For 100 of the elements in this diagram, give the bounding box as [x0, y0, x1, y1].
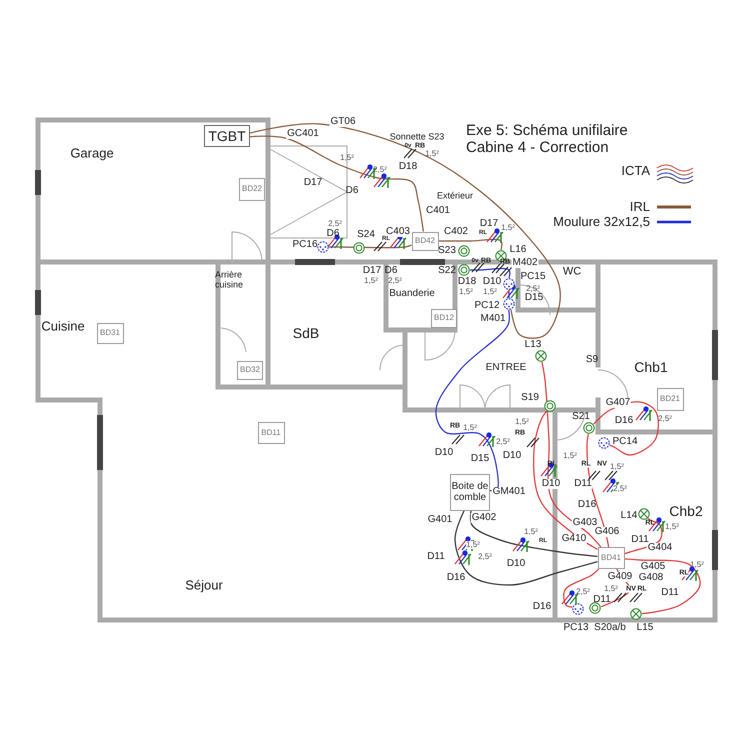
device-label: PC12 — [474, 301, 500, 311]
circuit-label: Buanderie — [389, 289, 435, 299]
edge-label: GC401 — [286, 129, 320, 139]
circuit-label: 2,5² — [576, 588, 590, 596]
switch-symbol — [458, 245, 470, 257]
device-label: L13 — [524, 340, 542, 350]
device-label: PC14 — [612, 437, 638, 447]
junction-box — [431, 308, 457, 328]
legend-label: Moulure 32x12,5 — [553, 215, 650, 228]
circuit-label: M401 — [480, 314, 506, 324]
junction-box — [412, 232, 438, 250]
cable — [624, 558, 701, 614]
circuit-label: 1,5² — [483, 288, 497, 296]
junction-box — [450, 474, 490, 510]
device-label: S24 — [357, 230, 375, 240]
circuit-label: 2,5² — [526, 285, 540, 293]
circuit-label: Extérieur — [437, 192, 473, 200]
circuit-label: D11 — [593, 595, 611, 605]
socket-symbol — [572, 603, 584, 615]
circuit-label: 2,5² — [613, 485, 627, 493]
circuit-label: D10 — [482, 277, 502, 287]
device-label: S22 — [438, 266, 456, 276]
edge-label: G402 — [470, 513, 498, 523]
edge-label: G406 — [594, 527, 620, 537]
edge-label: G405 — [640, 562, 666, 572]
panel-name: TGBT — [208, 128, 246, 144]
junction-box — [96, 322, 124, 344]
circuit-label: 1,5² — [690, 561, 704, 569]
junction-box — [598, 547, 624, 569]
box-label: Boite de comble — [451, 480, 489, 504]
box-label: BD31 — [100, 328, 120, 338]
circuit-label: D10 — [506, 559, 526, 569]
legend-label: IRL — [630, 200, 650, 213]
lamp-symbol — [535, 350, 547, 362]
room-name: SdB — [292, 326, 320, 340]
circuit-label: Arrière cuisine — [215, 270, 244, 290]
box-label: BD32 — [240, 365, 260, 375]
cable — [593, 401, 659, 456]
circuit-label: 1,5² — [524, 528, 538, 536]
socket-symbol — [317, 241, 329, 253]
circuit-label: D6 — [326, 229, 340, 239]
cable — [454, 510, 598, 586]
edge-label: G404 — [646, 543, 674, 553]
room-name: Chb2 — [669, 504, 703, 518]
device-label: S19 — [521, 393, 539, 403]
room-name: Garage — [70, 146, 114, 160]
box-label: BD42 — [414, 236, 435, 246]
circuit-label: D15 — [470, 454, 490, 464]
cable — [624, 518, 662, 554]
room-name: Chb1 — [634, 360, 668, 374]
edge-label: G407 — [604, 398, 632, 408]
cable — [541, 362, 602, 548]
circuit-label: D6 — [346, 186, 358, 196]
circuit-label: 2,5² — [496, 438, 510, 446]
edge-label: GM401 — [492, 487, 526, 497]
junction-box — [239, 178, 265, 200]
socket-symbol — [503, 278, 515, 290]
circuit-label: D16 — [532, 602, 552, 612]
circuit-label: ENTREE — [486, 363, 526, 373]
junction-box — [656, 388, 684, 410]
circuit-label: 1,5² — [610, 463, 624, 471]
circuit-label: D16 — [578, 500, 596, 510]
edge-label: M402 — [512, 258, 538, 268]
circuit-label: 2,5² — [658, 415, 672, 423]
cable — [329, 244, 412, 248]
circuit-label: D15 — [524, 293, 544, 303]
switch-symbol — [458, 264, 470, 276]
circuit-label: D11 — [574, 479, 592, 489]
circuit-label: D18 — [458, 277, 476, 287]
circuit-label: D17 — [480, 219, 498, 229]
switch-symbol — [544, 400, 556, 412]
socket-symbol — [598, 437, 610, 449]
circuit-label: D10 — [502, 451, 522, 461]
circuit-label: 1,5² — [563, 452, 577, 460]
device-label: PC15 — [520, 272, 546, 282]
edge-label: G403 — [572, 518, 598, 528]
device-label: S20a/b — [594, 623, 626, 633]
circuit-label: D16 — [446, 573, 466, 583]
circuit-label: Sonnette S23 — [390, 132, 444, 142]
circuit-label: D10 — [434, 448, 454, 458]
circuit-label: 2,5² — [388, 277, 402, 285]
switch-symbol — [589, 602, 601, 614]
title: Exe 5: Schéma unifilaire Cabine 4 - Correction — [466, 122, 629, 156]
device-label: L14 — [620, 511, 638, 521]
switch-symbol — [583, 422, 595, 434]
room-name: Cuisine — [41, 320, 85, 332]
cable — [470, 268, 510, 278]
circuit-label: D16 — [614, 416, 634, 426]
device-label: S21 — [572, 412, 590, 422]
cable — [250, 123, 561, 339]
box-label: BD21 — [660, 394, 680, 404]
box-label: BD22 — [242, 184, 262, 194]
circuit-label: 1,5² — [515, 418, 529, 426]
cable — [470, 510, 598, 557]
device-label: PC16 — [292, 240, 318, 250]
junction-box — [237, 360, 263, 380]
circuit-label: 2,5² — [328, 220, 342, 228]
device-label: S23 — [438, 246, 456, 256]
edge-label: G408 — [638, 573, 664, 583]
cable — [563, 568, 600, 608]
